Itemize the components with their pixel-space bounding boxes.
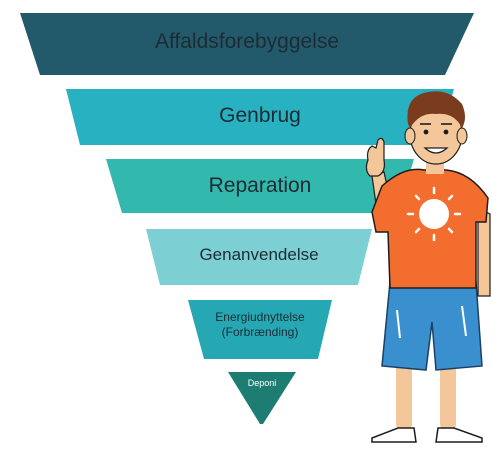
t-shirt [371, 168, 489, 289]
label-energiudnyttelse-line2: (Forbrænding) [221, 325, 299, 339]
level-genanvendelse [146, 229, 372, 285]
label-genanvendelse: Genanvendelse [199, 245, 319, 264]
label-genbrug: Genbrug [219, 104, 301, 127]
pointing-hand [365, 137, 385, 177]
level-energiudnyttelse [188, 300, 332, 359]
label-reparation: Reparation [208, 174, 312, 197]
label-energiudnyttelse-line1: Energiudnyttelse [215, 310, 305, 324]
left-leg [396, 356, 412, 430]
right-shoe [435, 427, 483, 443]
shorts [381, 281, 483, 371]
hair [407, 91, 465, 128]
boy-illustration [365, 91, 491, 443]
right-leg [440, 356, 456, 430]
ear [456, 127, 468, 145]
level-genbrug [66, 89, 454, 145]
left-shoe [371, 427, 417, 443]
level-deponi [228, 372, 296, 424]
label-energiudnyttelse: Energiudnyttelse (Forbrænding) [188, 310, 332, 340]
eye [443, 129, 449, 135]
ear [404, 127, 416, 145]
mouth [423, 147, 449, 154]
level-reparation [106, 159, 414, 213]
eye [423, 129, 429, 135]
level-affaldsforebyggelse [20, 13, 474, 75]
label-deponi: Deponi [247, 378, 277, 388]
shorts-highlight [396, 309, 401, 339]
label-affaldsforebyggelse: Affaldsforebyggelse [154, 30, 340, 53]
shorts-highlight [461, 305, 467, 337]
sun-icon [406, 186, 462, 242]
